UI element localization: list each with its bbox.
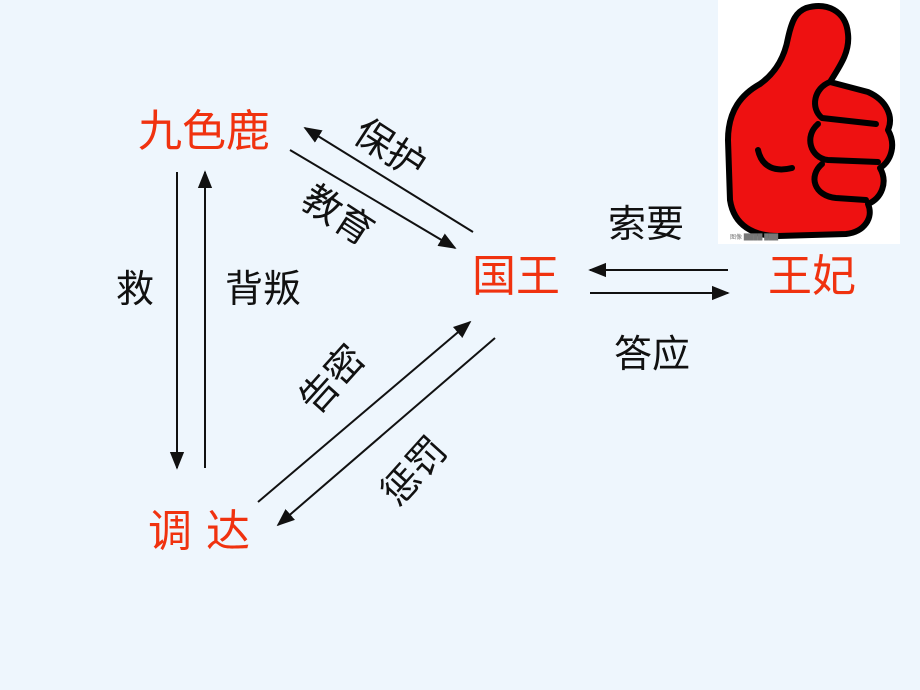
arrow-king-to-deer [303,127,474,233]
arrow-deer-to-king [289,149,457,249]
node-deer: 九色鹿 [138,106,270,157]
label-save: 救 [116,267,155,311]
node-queen: 王妃 [768,251,856,302]
node-king: 国王 [472,251,560,302]
thumbs-up-icon: 图像 ████ ███ [725,3,896,241]
arrow-tiaoda-to-king [257,320,472,503]
label-agree: 答应 [614,332,691,376]
node-tiaoda: 调 达 [148,506,250,557]
arrow-king-to-tiaoda [276,337,496,527]
label-betray: 背叛 [225,267,302,311]
label-demand: 索要 [608,202,685,246]
thumbs-up-image: 图像 ████ ███ [718,0,900,244]
thumbs-up-caption: 图像 ████ ███ [730,233,779,241]
